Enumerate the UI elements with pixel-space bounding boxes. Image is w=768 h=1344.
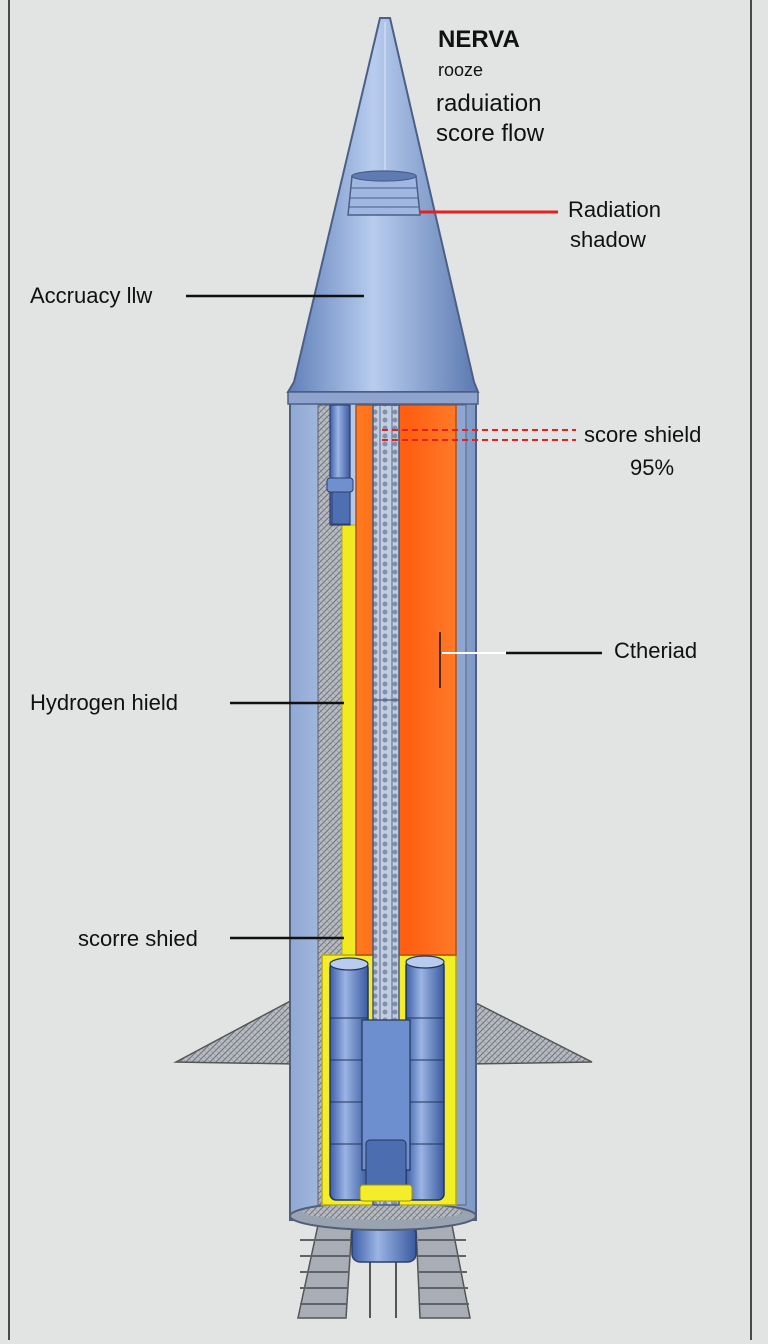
inner-wall-right — [455, 404, 467, 1206]
leader-lines — [186, 210, 602, 940]
label-shadow: shadow — [570, 227, 646, 252]
label-ctheriad: Ctheriad — [614, 638, 698, 663]
coolant-conduit — [326, 404, 354, 526]
fuel-cylinder-cluster — [329, 955, 445, 1202]
title-line-4: score flow — [436, 120, 545, 147]
title-line-3: raduiation — [436, 90, 542, 117]
reactor-core — [355, 404, 457, 956]
label-hydrogen: Hydrogen hield — [30, 690, 178, 715]
label-scorre-shied: scorre shied — [78, 926, 198, 951]
label-score-shield: score shield — [584, 422, 702, 447]
diagram-title: NERVA — [438, 26, 520, 53]
label-score-shield-percent: 95% — [630, 455, 675, 480]
title-line-2: rooze — [438, 60, 484, 80]
nose-cone — [286, 17, 480, 405]
exhaust-nozzle-array — [297, 1224, 471, 1319]
label-accuracy: Accruacy llw — [30, 283, 153, 308]
page-frame — [8, 0, 752, 1340]
label-radiation: Radiation — [568, 197, 661, 222]
